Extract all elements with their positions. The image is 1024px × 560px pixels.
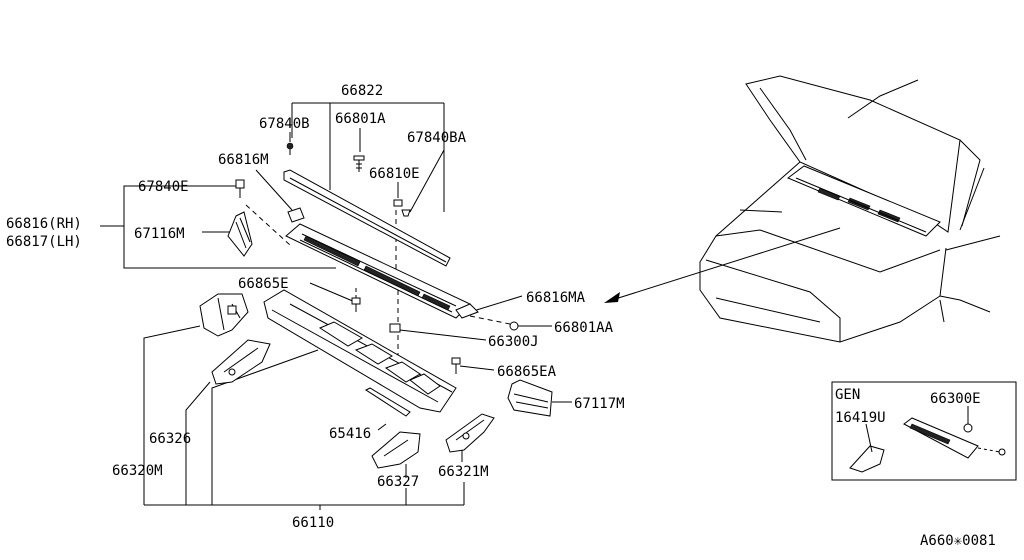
label-66300j: 66300J (488, 334, 539, 350)
label-66865e: 66865E (238, 276, 289, 292)
part-66326 (211, 339, 271, 385)
label-66326: 66326 (149, 431, 191, 447)
label-67840ba: 67840BA (407, 130, 467, 146)
inset-title: GEN (835, 387, 860, 403)
label-66817lh: 66817(LH) (6, 234, 82, 250)
part-67117m (507, 379, 553, 417)
label-67116m: 67116M (134, 226, 185, 242)
part-66327 (371, 431, 421, 469)
leader-lines (100, 102, 572, 510)
label-67117m: 67117M (574, 396, 625, 412)
part-labels: 66822 67840B 66801A 67840BA 66816M 66810… (6, 83, 996, 549)
label-67840e: 67840E (138, 179, 189, 195)
label-66816m: 66816M (218, 152, 269, 168)
part-66321m (445, 413, 495, 453)
label-66110: 66110 (292, 515, 334, 531)
label-66801aa: 66801AA (554, 320, 614, 336)
part-65416 (364, 387, 411, 417)
label-66801a: 66801A (335, 111, 386, 127)
cowl-panel (263, 289, 457, 413)
label-66810e: 66810E (369, 166, 420, 182)
label-66822: 66822 (341, 83, 383, 99)
label-65416: 65416 (329, 426, 371, 442)
label-66321m: 66321M (438, 464, 489, 480)
label-67840b: 67840B (259, 116, 310, 132)
label-66816ma: 66816MA (526, 290, 586, 306)
label-16419u: 16419U (835, 410, 886, 426)
cowl-top-strip (283, 142, 451, 267)
label-66327: 66327 (377, 474, 419, 490)
clips (235, 155, 519, 374)
diagram-code: A660✳0081 (920, 533, 996, 549)
gen-inset (831, 381, 1017, 481)
part-67116m (227, 211, 253, 257)
car-illustration (604, 75, 1001, 343)
cowl-grille (285, 223, 479, 319)
part-66320m (199, 293, 249, 337)
part-66816m (287, 207, 305, 223)
label-66320m: 66320M (112, 463, 163, 479)
label-66865ea: 66865EA (497, 364, 557, 380)
label-66300e: 66300E (930, 391, 981, 407)
label-66816rh: 66816(RH) (6, 216, 82, 232)
